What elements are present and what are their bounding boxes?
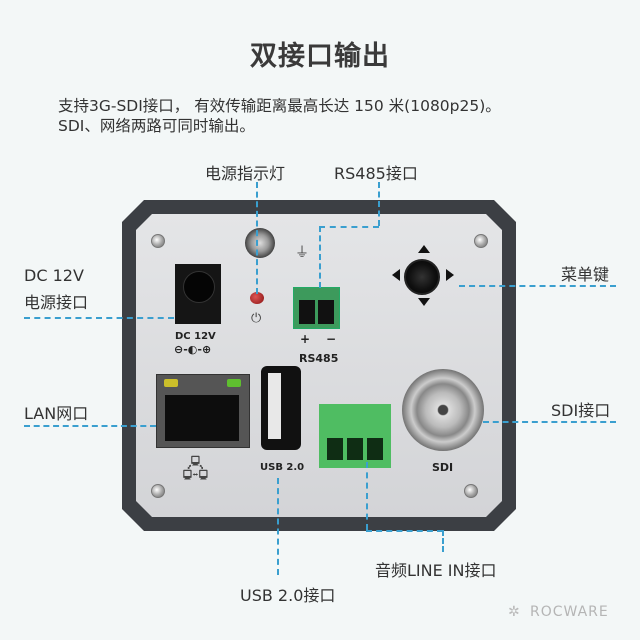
dc-panel-label: DC 12V — [175, 331, 216, 342]
arrow-right-icon — [446, 269, 454, 281]
lan-led-yellow — [164, 379, 178, 387]
lan-port-socket — [165, 395, 239, 441]
arrow-down-icon — [418, 298, 430, 306]
leader-line-menu — [459, 285, 616, 287]
callout-dc-line2: 电源接口 — [24, 293, 89, 312]
callout-power-led: 电源指示灯 — [205, 164, 286, 183]
usb-panel-label: USB 2.0 — [260, 462, 305, 473]
wechat-icon: ✲ — [508, 604, 520, 620]
dc-polarity-icon: ⊖-◐-⊕ — [174, 343, 212, 356]
audio-line-in-terminal — [319, 404, 391, 468]
menu-joystick[interactable] — [404, 259, 440, 295]
screw-icon — [151, 234, 165, 248]
rs485-panel-label: RS485 — [299, 352, 339, 365]
sdi-bnc-connector — [402, 369, 484, 451]
network-icon: 🖧 — [182, 455, 209, 483]
power-icon: ⏻ — [251, 311, 262, 326]
watermark: ROCWARE — [530, 604, 609, 620]
leader-line-dc — [24, 317, 174, 319]
usb-port — [261, 366, 301, 450]
leader-line-audio-a — [366, 462, 368, 530]
power-led — [250, 292, 264, 304]
screw-icon — [151, 484, 165, 498]
callout-sdi: SDI接口 — [551, 401, 611, 420]
arrow-left-icon — [392, 269, 400, 281]
leader-line-audio-b — [366, 530, 443, 532]
callout-dc-line1: DC 12V — [24, 266, 84, 285]
leader-line-rs485-a — [378, 182, 380, 226]
callout-rs485: RS485接口 — [334, 164, 418, 183]
lan-led-green — [227, 379, 241, 387]
callout-audio: 音频LINE IN接口 — [375, 561, 497, 580]
leader-line-rs485-c — [319, 226, 321, 288]
leader-line-lan — [24, 425, 156, 427]
arrow-up-icon — [418, 245, 430, 253]
dc-jack-hole — [183, 271, 215, 303]
leader-line-audio-c — [442, 530, 444, 552]
screw-icon — [464, 484, 478, 498]
rs485-terminal — [293, 287, 340, 329]
callout-menu: 菜单键 — [561, 265, 610, 284]
description-line-1: 支持3G-SDI接口， 有效传输距离最高长达 150 米(1080p25)。 — [58, 97, 501, 115]
leader-line-power-led — [256, 182, 258, 294]
sdi-panel-label: SDI — [432, 461, 454, 474]
leader-line-rs485-b — [319, 226, 379, 228]
description: 支持3G-SDI接口， 有效传输距离最高长达 150 米(1080p25)。 S… — [58, 96, 501, 136]
rs485-minus-label: − — [326, 332, 337, 346]
rs485-plus-label: + — [300, 332, 311, 346]
leader-line-sdi — [483, 421, 616, 423]
callout-lan: LAN网口 — [24, 404, 89, 423]
ground-icon: ⏚ — [295, 245, 309, 261]
leader-line-usb — [277, 478, 279, 575]
page-title: 双接口输出 — [250, 41, 390, 72]
screw-icon — [474, 234, 488, 248]
description-line-2: SDI、网络两路可同时输出。 — [58, 117, 255, 135]
callout-usb: USB 2.0接口 — [240, 586, 336, 605]
ground-screw — [245, 228, 275, 258]
usb-port-tongue — [268, 373, 281, 439]
